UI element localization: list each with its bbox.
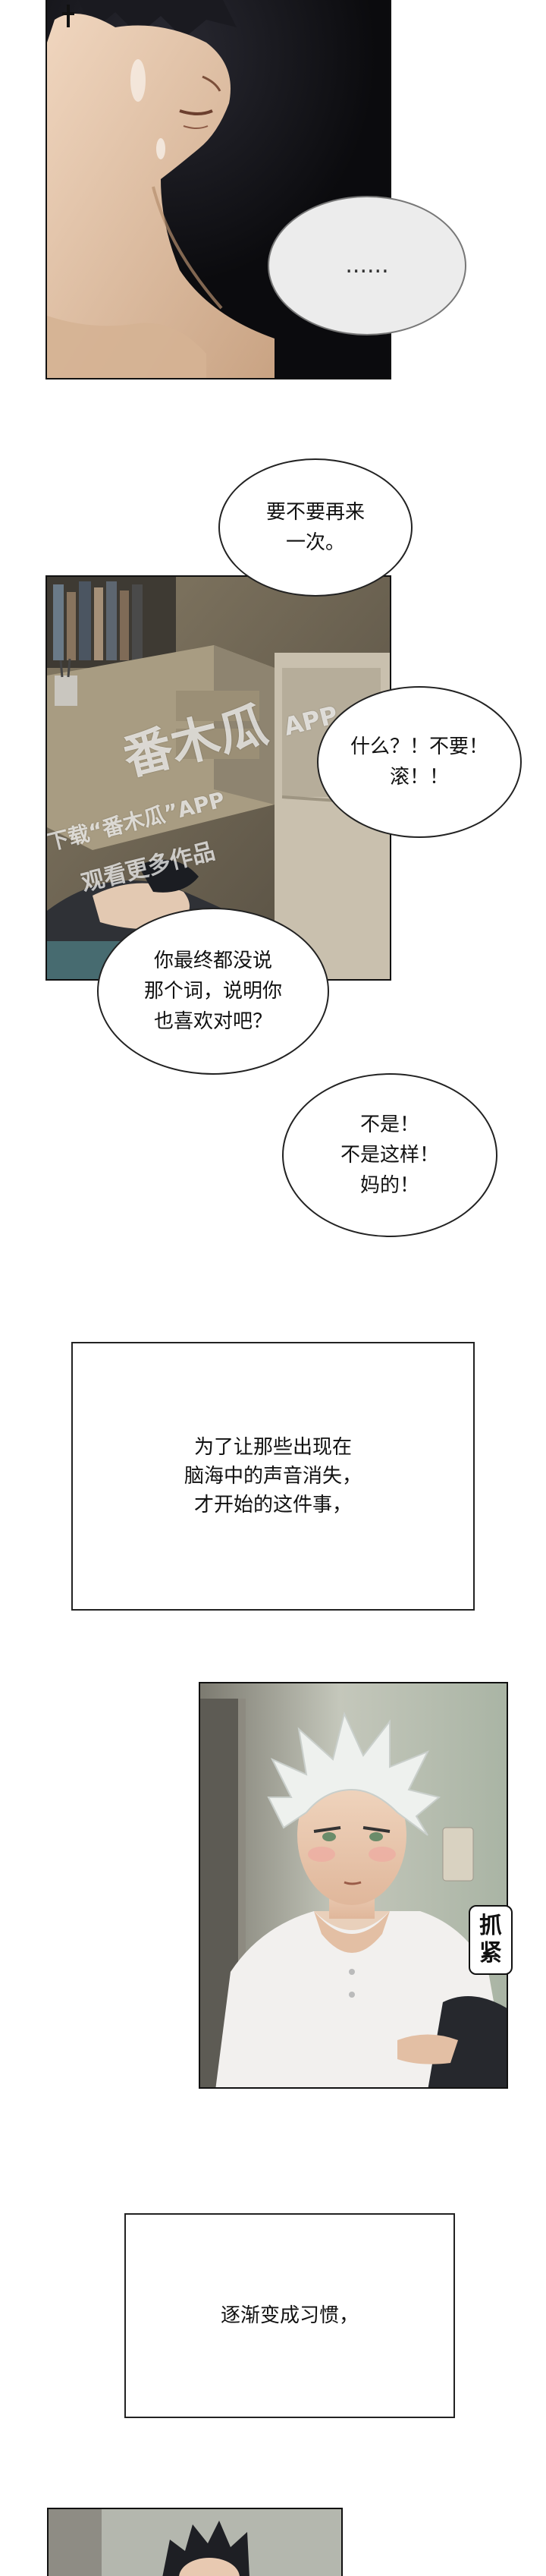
panel-1	[46, 0, 391, 379]
sfx-grab: 抓 紧	[469, 1905, 513, 1975]
speech-bubble-again: 要不要再来 一次。	[218, 458, 413, 597]
panel-3	[199, 1682, 508, 2089]
panel-4-art	[49, 2509, 341, 2576]
panel-4	[47, 2508, 343, 2576]
panel-1-art	[47, 0, 390, 378]
panel-3-art	[200, 1683, 507, 2087]
speech-bubble-you-like-it: 你最终都没说 那个词，说明你 也喜欢对吧？	[97, 908, 329, 1075]
speech-bubble-ellipsis: ......	[268, 196, 466, 335]
narration-box-2: 逐渐变成习惯，	[124, 2213, 455, 2418]
speech-bubble-refuse: 什么？！不要！ 滚！！	[317, 686, 522, 838]
speech-bubble-no: 不是！ 不是这样！ 妈的！	[282, 1073, 497, 1237]
narration-box-1: 为了让那些出现在 脑海中的声音消失， 才开始的这件事，	[71, 1342, 475, 1611]
